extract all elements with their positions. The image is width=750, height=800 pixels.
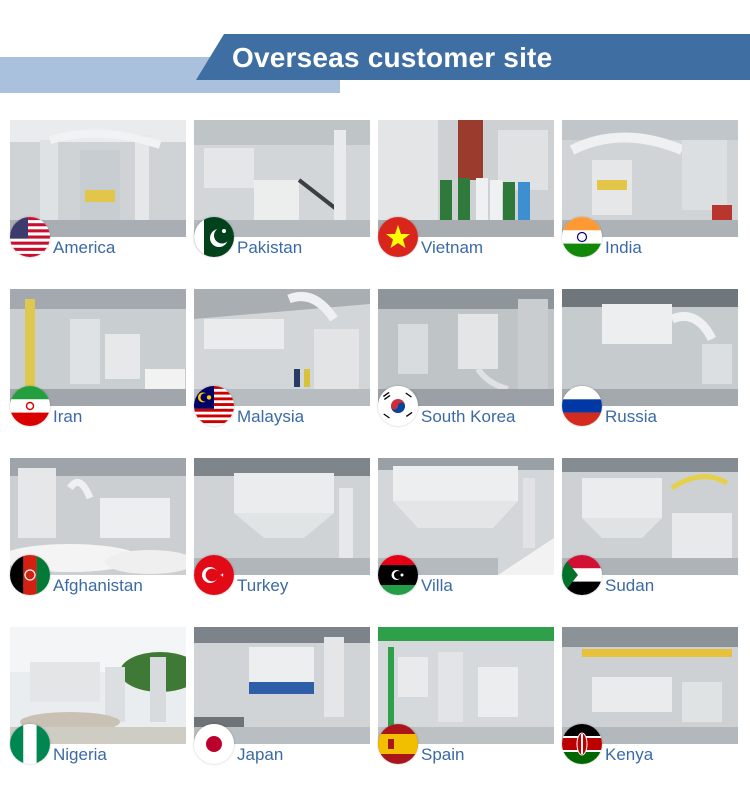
country-label: Sudan bbox=[605, 576, 655, 595]
site-card-india: India bbox=[562, 120, 738, 260]
site-card-japan: Japan bbox=[194, 627, 370, 767]
site-photo bbox=[10, 289, 186, 406]
country-label: America bbox=[53, 238, 116, 257]
site-photo bbox=[562, 120, 738, 237]
site-card-pakistan: Pakistan bbox=[194, 120, 370, 260]
country-label: Turkey bbox=[237, 576, 289, 595]
vietnam-flag-icon bbox=[378, 217, 418, 257]
site-photo bbox=[194, 120, 370, 237]
site-card-malaysia: Malaysia bbox=[194, 289, 370, 429]
page-title: Overseas customer site bbox=[232, 42, 553, 73]
header-band bbox=[196, 34, 750, 80]
site-card-afghanistan: Afghanistan bbox=[10, 458, 186, 598]
site-card-russia: Russia bbox=[562, 289, 738, 429]
country-label: Villa bbox=[421, 576, 453, 595]
spain-flag-icon bbox=[378, 724, 418, 764]
site-photo bbox=[562, 627, 738, 744]
site-card-spain: Spain bbox=[378, 627, 554, 767]
country-label: South Korea bbox=[421, 407, 516, 426]
site-card-villa: Villa bbox=[378, 458, 554, 598]
site-photo bbox=[194, 458, 370, 575]
afghanistan-flag-icon bbox=[10, 555, 50, 595]
malaysia-flag-icon bbox=[194, 386, 234, 426]
country-label: Russia bbox=[605, 407, 657, 426]
country-label: Vietnam bbox=[421, 238, 484, 257]
site-photo bbox=[378, 458, 554, 575]
site-card-iran: Iran bbox=[10, 289, 186, 429]
site-photo bbox=[10, 120, 186, 237]
iran-flag-icon bbox=[10, 386, 50, 426]
kenya-flag-icon bbox=[562, 724, 602, 764]
sudan-flag-icon bbox=[562, 555, 602, 595]
site-card-vietnam: Vietnam bbox=[378, 120, 554, 260]
site-photo bbox=[378, 289, 554, 406]
country-label: Afghanistan bbox=[53, 576, 143, 595]
libya-flag-icon bbox=[378, 555, 418, 595]
site-card-kenya: Kenya bbox=[562, 627, 738, 767]
site-card-nigeria: Nigeria bbox=[10, 627, 186, 767]
header: Overseas customer site bbox=[0, 0, 750, 110]
india-flag-icon bbox=[562, 217, 602, 257]
country-label: Iran bbox=[53, 407, 83, 426]
site-card-turkey: Turkey bbox=[194, 458, 370, 598]
usa-flag-icon bbox=[10, 217, 50, 257]
site-photo bbox=[378, 120, 554, 237]
country-label: Pakistan bbox=[237, 238, 303, 257]
country-label: Kenya bbox=[605, 745, 654, 764]
site-photo bbox=[194, 627, 370, 744]
country-label: Malaysia bbox=[237, 407, 305, 426]
site-photo bbox=[194, 289, 370, 406]
south-korea-flag-icon bbox=[378, 386, 418, 426]
site-card-sudan: Sudan bbox=[562, 458, 738, 598]
country-label: Spain bbox=[421, 745, 465, 764]
site-photo bbox=[562, 289, 738, 406]
site-photo bbox=[378, 627, 554, 744]
japan-flag-icon bbox=[194, 724, 234, 764]
country-label: Japan bbox=[237, 745, 284, 764]
site-photo bbox=[10, 627, 186, 744]
site-photo bbox=[562, 458, 738, 575]
russia-flag-icon bbox=[562, 386, 602, 426]
country-label: India bbox=[605, 238, 642, 257]
pakistan-flag-icon bbox=[194, 217, 234, 257]
nigeria-flag-icon bbox=[10, 724, 50, 764]
site-photo bbox=[10, 458, 186, 575]
site-card-america: America bbox=[10, 120, 186, 260]
site-card-south-korea: South Korea bbox=[378, 289, 554, 429]
turkey-flag-icon bbox=[194, 555, 234, 595]
country-label: Nigeria bbox=[53, 745, 107, 764]
